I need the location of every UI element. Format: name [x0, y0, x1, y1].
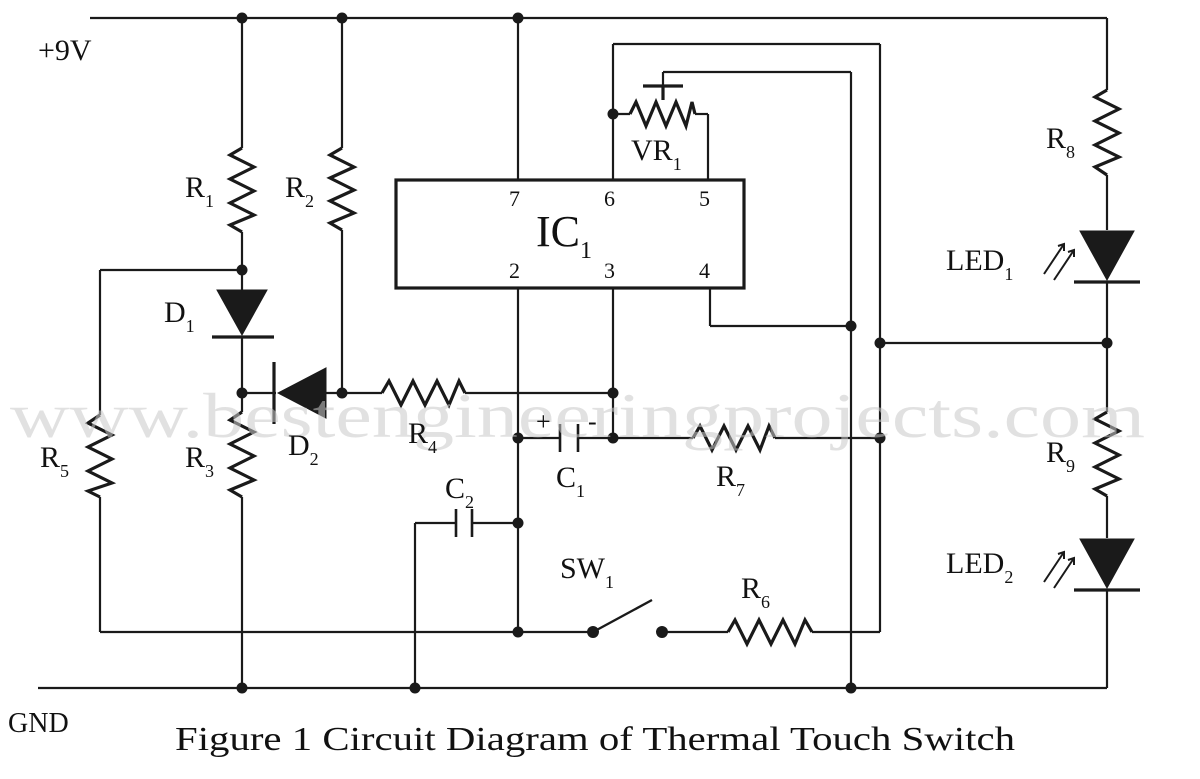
junction-dot [236, 12, 248, 24]
pin-3-label: 3 [604, 258, 615, 283]
junction-dot [607, 108, 619, 120]
potentiometer-vr1 [628, 84, 697, 132]
junction-dot [512, 12, 524, 24]
r3-label: R3 [185, 441, 214, 481]
pin-7-label: 7 [509, 186, 520, 211]
junction-dot [845, 320, 857, 332]
c1-plus-sign: + [536, 407, 551, 436]
junction-dot [607, 432, 619, 444]
diode-d2 [272, 362, 327, 424]
pin-2-label: 2 [509, 258, 520, 283]
junction-dot [236, 682, 248, 694]
resistor-r4 [380, 377, 467, 409]
junction-dot [874, 432, 886, 444]
sw1-label: SW1 [560, 552, 614, 592]
capacitor-c2 [454, 509, 474, 537]
junction-dot [336, 387, 348, 399]
ground-label: GND [8, 708, 69, 739]
capacitor-c1 [558, 424, 580, 452]
vr1-label: VR1 [631, 134, 682, 174]
resistor-r5 [83, 413, 117, 499]
led-2 [1043, 538, 1140, 592]
ic-label: IC1 [536, 207, 592, 264]
pin-6-label: 6 [604, 186, 615, 211]
r1-label: R1 [185, 171, 214, 211]
resistor-r1 [226, 146, 258, 234]
r9-label: R9 [1046, 436, 1075, 476]
d2-label: D2 [288, 429, 319, 469]
r2-label: R2 [285, 171, 314, 211]
r4-label: R4 [408, 417, 437, 457]
c1-label: C1 [556, 461, 585, 501]
junction-dot [512, 432, 524, 444]
led-1 [1043, 230, 1140, 284]
switch-sw1 [587, 598, 668, 638]
junction-dot [845, 682, 857, 694]
junction-dot [409, 682, 421, 694]
led1-label: LED1 [946, 244, 1013, 284]
resistor-r6 [726, 616, 814, 648]
resistor-r8 [1091, 88, 1123, 177]
resistor-r7 [691, 422, 777, 454]
junction-dot [512, 626, 524, 638]
watermark: www.bestengineeringprojects.com [10, 380, 1145, 451]
c1-minus-sign: - [588, 407, 597, 436]
figure-caption: Figure 1 Circuit Diagram of Thermal Touc… [175, 721, 1015, 758]
junction-dot [236, 264, 248, 276]
resistor-r9 [1091, 410, 1123, 498]
c2-label: C2 [445, 472, 474, 512]
r8-label: R8 [1046, 122, 1075, 162]
resistor-r3 [226, 410, 258, 499]
junction-dot [607, 387, 619, 399]
r5-label: R5 [40, 441, 69, 481]
junction-dot [336, 12, 348, 24]
resistor-r2 [326, 146, 358, 232]
led2-label: LED2 [946, 547, 1013, 587]
junction-dot [236, 387, 248, 399]
ic-1 [394, 178, 746, 290]
junction-dot [512, 517, 524, 529]
wires [38, 16, 1109, 690]
pin-5-label: 5 [699, 186, 710, 211]
d1-label: D1 [164, 296, 195, 336]
pin-4-label: 4 [699, 258, 710, 283]
r7-label: R7 [716, 460, 745, 500]
diode-d1 [212, 289, 274, 339]
supply-label: +9V [38, 34, 92, 67]
junction-dot [1101, 337, 1113, 349]
junction-dot [874, 337, 886, 349]
r6-label: R6 [741, 572, 770, 612]
junction-dots [236, 12, 1113, 694]
